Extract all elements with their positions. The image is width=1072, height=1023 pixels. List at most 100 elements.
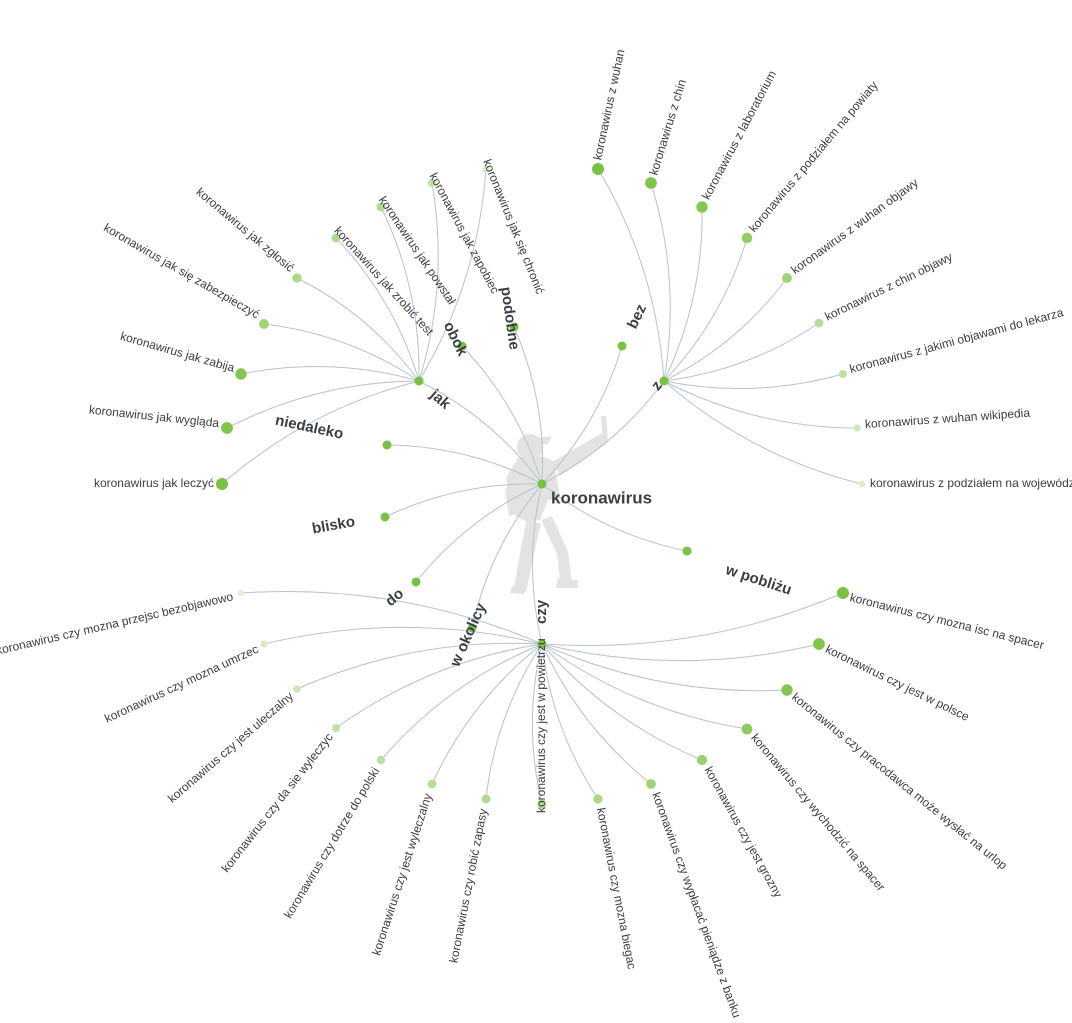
branch-label-w-poblizu[interactable]: w pobliżu bbox=[723, 561, 794, 599]
leaf-label-czy-8[interactable]: koronawirus czy mozna biegac bbox=[594, 807, 639, 971]
leaf-label-z-6[interactable]: koronawirus z jakimi objawami do lekarza bbox=[848, 305, 1065, 376]
node-niedaleko[interactable] bbox=[382, 440, 392, 450]
branch-label-podobne[interactable]: podobne bbox=[497, 286, 523, 351]
leaf-label-czy-6[interactable]: koronawirus czy robić zapasy bbox=[446, 808, 490, 965]
leaf-node-z-0[interactable] bbox=[592, 163, 604, 175]
leaf-node-jak-1[interactable] bbox=[427, 178, 437, 188]
nodes-layer bbox=[216, 163, 866, 809]
edge-czy-7 bbox=[531, 643, 543, 805]
leaf-label-z-3[interactable]: koronawirus z podziałem na powiaty bbox=[746, 78, 881, 235]
branch-label-jak[interactable]: jak bbox=[426, 386, 454, 414]
leaf-label-czy-12[interactable]: koronawirus czy pracodawca może wysłać n… bbox=[789, 690, 1010, 873]
leaf-node-z-4[interactable] bbox=[782, 273, 792, 283]
leaf-node-z-5[interactable] bbox=[814, 318, 824, 328]
leaf-node-czy-6[interactable] bbox=[481, 794, 491, 804]
edge-jak-8 bbox=[221, 380, 420, 485]
edge-root-podobne bbox=[513, 326, 544, 485]
leaf-node-czy-14[interactable] bbox=[837, 587, 849, 599]
edge-z-6 bbox=[663, 373, 844, 390]
leaf-label-czy-1[interactable]: koronawirus czy mozna umrzec bbox=[102, 642, 260, 726]
leaf-node-jak-8[interactable] bbox=[216, 478, 228, 490]
leaf-node-z-3[interactable] bbox=[741, 232, 753, 244]
leaf-node-czy-3[interactable] bbox=[331, 723, 341, 733]
leaf-label-czy-0[interactable]: koronawirus czy mozna przejsc bezobjawow… bbox=[0, 589, 235, 657]
edge-czy-12 bbox=[541, 643, 788, 692]
edge-jak-2 bbox=[380, 206, 420, 382]
node-obok[interactable] bbox=[457, 341, 467, 351]
edge-z-0 bbox=[597, 168, 665, 382]
leaf-node-jak-2[interactable] bbox=[376, 202, 386, 212]
leaf-node-czy-12[interactable] bbox=[781, 684, 793, 696]
node-z[interactable] bbox=[659, 376, 669, 386]
node-blisko[interactable] bbox=[380, 512, 390, 522]
branch-label-do[interactable]: do bbox=[382, 585, 407, 610]
node-do[interactable] bbox=[411, 577, 421, 587]
leaf-label-czy-7[interactable]: koronawirus czy jest w powietrzu bbox=[534, 638, 548, 813]
leaf-label-jak-7[interactable]: koronawirus jak wygląda bbox=[88, 403, 220, 431]
leaf-node-z-8[interactable] bbox=[858, 480, 866, 488]
edge-czy-8 bbox=[541, 643, 599, 800]
edge-czy-9 bbox=[541, 643, 652, 785]
leaf-node-czy-4[interactable] bbox=[376, 755, 386, 765]
leaf-label-jak-4[interactable]: koronawirus jak zgłosić bbox=[194, 185, 298, 275]
edge-czy-4 bbox=[380, 643, 543, 761]
leaf-node-jak-0[interactable] bbox=[482, 165, 490, 173]
leaf-label-czy-10[interactable]: koronawirus czy jest grozny bbox=[702, 764, 786, 900]
leaf-node-z-1[interactable] bbox=[645, 177, 657, 189]
leaf-label-czy-2[interactable]: koronawirus czy jest uleczalny bbox=[165, 689, 296, 805]
branch-label-blisko[interactable]: blisko bbox=[311, 513, 357, 537]
leaf-node-czy-11[interactable] bbox=[741, 723, 753, 735]
leaf-node-jak-3[interactable] bbox=[331, 233, 341, 243]
node-bez[interactable] bbox=[617, 341, 627, 351]
leaf-node-jak-7[interactable] bbox=[221, 422, 233, 434]
leaf-node-jak-5[interactable] bbox=[259, 319, 269, 329]
edge-root-z bbox=[541, 380, 665, 485]
root-label[interactable]: koronawirus bbox=[551, 488, 652, 507]
leaf-node-czy-9[interactable] bbox=[646, 779, 656, 789]
leaf-node-czy-7[interactable] bbox=[537, 799, 547, 809]
edge-root-jak bbox=[418, 380, 543, 485]
leaf-node-czy-13[interactable] bbox=[813, 638, 825, 650]
leaf-label-czy-14[interactable]: koronawirus czy mozna isc na spacer bbox=[849, 590, 1046, 652]
leaf-label-czy-9[interactable]: koronawirus czy wypłacać pieniądze z ban… bbox=[649, 790, 744, 1019]
leaf-label-z-8[interactable]: koronawirus z podziałem na województwa bbox=[870, 476, 1072, 490]
leaf-node-czy-8[interactable] bbox=[593, 794, 603, 804]
edge-z-2 bbox=[663, 206, 703, 382]
leaf-node-z-7[interactable] bbox=[853, 424, 861, 432]
edge-root-obok bbox=[461, 345, 543, 485]
root-node[interactable] bbox=[537, 479, 547, 489]
leaf-node-z-2[interactable] bbox=[696, 201, 708, 213]
leaf-label-jak-6[interactable]: koronawirus jak zabija bbox=[119, 329, 237, 375]
leaf-label-z-4[interactable]: koronawirus z wuhan objawy bbox=[788, 175, 920, 277]
edge-jak-1 bbox=[418, 182, 439, 382]
leaf-node-jak-6[interactable] bbox=[235, 368, 247, 380]
branch-label-obok[interactable]: obok bbox=[440, 319, 471, 359]
leaf-label-czy-5[interactable]: koronawirus czy jest wyleczalny bbox=[369, 792, 435, 957]
person-silhouette-icon bbox=[505, 416, 608, 594]
leaf-label-jak-5[interactable]: koronawirus jak się zabezpieczyć bbox=[101, 221, 262, 322]
edge-czy-0 bbox=[240, 590, 543, 645]
node-czy[interactable] bbox=[537, 639, 547, 649]
node-jak[interactable] bbox=[414, 376, 424, 386]
node-w-poblizu[interactable] bbox=[682, 546, 692, 556]
leaf-node-czy-0[interactable] bbox=[237, 589, 245, 597]
leaf-label-z-2[interactable]: koronawirus z laboratorium bbox=[699, 68, 779, 202]
leaf-label-czy-13[interactable]: koronawirus czy jest w polsce bbox=[823, 642, 971, 724]
leaf-label-jak-8[interactable]: koronawirus jak leczyć bbox=[94, 476, 214, 490]
leaf-node-czy-2[interactable] bbox=[293, 685, 301, 693]
node-podobne[interactable] bbox=[509, 322, 519, 332]
leaf-node-czy-10[interactable] bbox=[696, 754, 708, 766]
branch-label-bez[interactable]: bez bbox=[624, 302, 650, 332]
leaf-node-czy-1[interactable] bbox=[260, 640, 268, 648]
leaf-node-czy-5[interactable] bbox=[427, 779, 437, 789]
leaf-label-jak-3[interactable]: koronawirus jak zrobić test bbox=[331, 224, 436, 339]
branch-label-w-okolicy[interactable]: w okolicy bbox=[446, 600, 490, 670]
leaf-label-z-7[interactable]: koronawirus z wuhan wikipedia bbox=[864, 406, 1030, 432]
leaf-label-z-0[interactable]: koronawirus z wuhan bbox=[590, 48, 627, 161]
leaf-label-z-5[interactable]: koronawirus z chin objawy bbox=[823, 250, 955, 324]
leaf-node-jak-4[interactable] bbox=[292, 273, 302, 283]
node-w-okolicy[interactable] bbox=[467, 623, 477, 633]
leaf-node-z-6[interactable] bbox=[838, 369, 848, 379]
branch-label-czy[interactable]: czy bbox=[533, 599, 550, 624]
leaf-label-z-1[interactable]: koronawirus z chin bbox=[647, 78, 689, 177]
